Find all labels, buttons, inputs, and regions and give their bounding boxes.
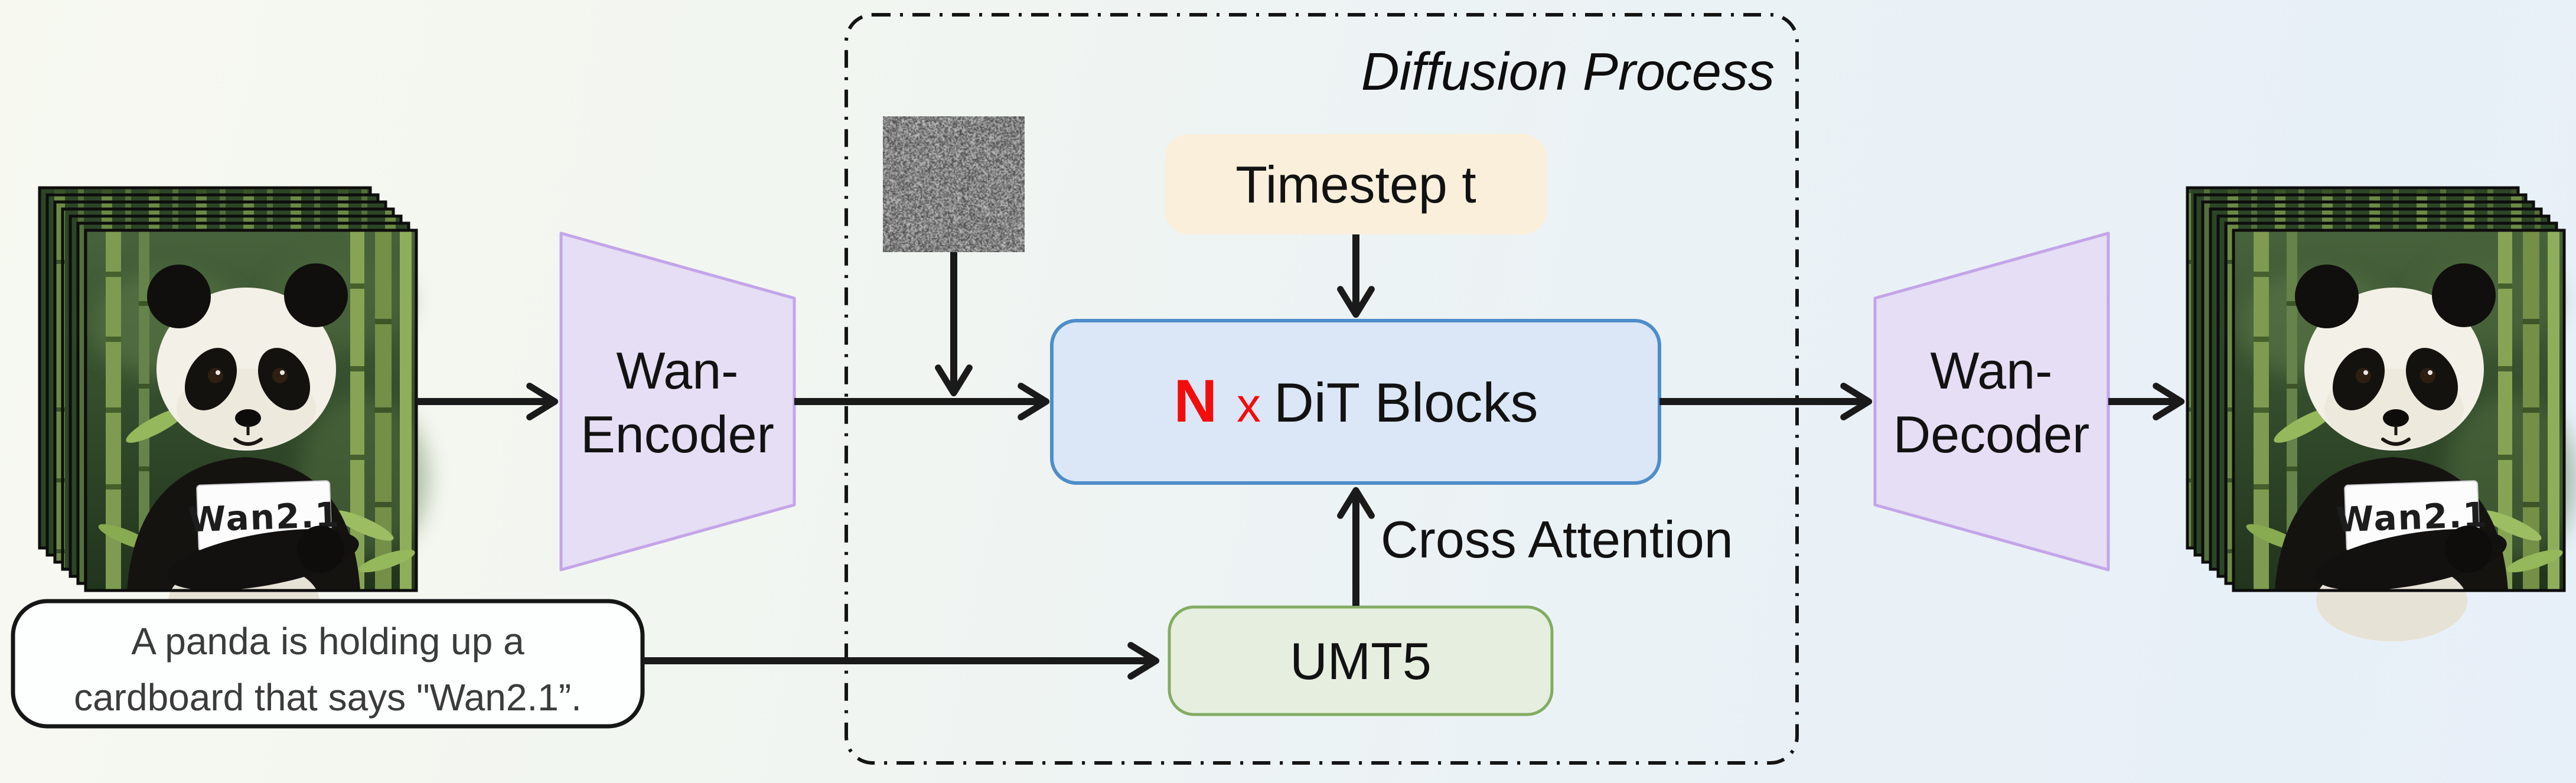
wan-decoder-block: Wan- Decoder [1873,231,2110,572]
timestep-box [1165,134,1547,234]
umt5-label: UMT5 [1290,632,1432,690]
dit-n: N [1174,367,1218,435]
encoder-label-line1: Wan- [617,341,739,400]
decoder-trapezoid [1873,231,2110,572]
input-video-frame-stack: Wan2.1 [38,186,428,641]
encoder-trapezoid [559,231,796,572]
encoder-label-line2: Encoder [581,405,774,464]
front-frame-panda-image [2233,230,2576,641]
decoder-label-line2: Decoder [1893,405,2090,464]
prompt-bubble: A panda is holding up a cardboard that s… [11,599,645,729]
cross-attention-label: Cross Attention [1381,510,1733,569]
wan-encoder-block: Wan- Encoder [559,231,796,572]
prompt-line1: A panda is holding up a [131,620,524,663]
front-frame-border [2232,229,2566,592]
diffusion-process-title: Diffusion Process [1361,43,1775,102]
gaussian-noise-image [883,116,1025,252]
dit-blocks-text: DiT Blocks [1274,371,1538,433]
output-video-frame-stack [2186,186,2576,641]
dit-times-x: x [1237,379,1261,432]
umt5-node: UMT5 [1168,605,1554,716]
noise-canvas [883,116,1025,252]
front-frame-panda-image: Wan2.1 [84,229,428,641]
umt5-box [1168,605,1554,716]
prompt-line2: cardboard that says "Wan2.1”. [74,676,582,719]
timestep-label: Timestep t [1235,155,1476,214]
dit-times [1217,379,1231,432]
arrows [416,234,2185,680]
panda-photo-art: Wan2.1 [86,230,428,641]
front-frame-border [84,229,418,592]
diffusion-process-container [844,13,1799,765]
decoder-label-line1: Wan- [1931,341,2053,400]
timestep-node: Timestep t [1165,134,1547,234]
